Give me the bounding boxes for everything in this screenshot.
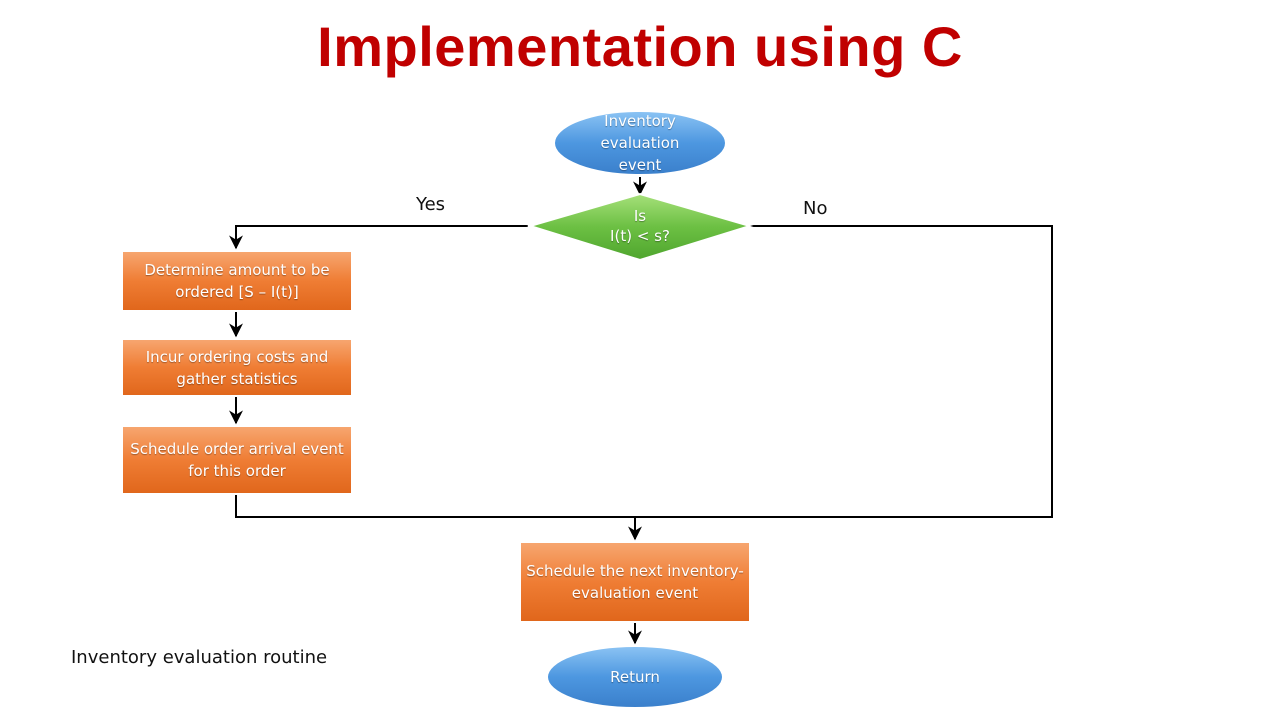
return-node-label: Return (610, 668, 660, 686)
start-ellipse (553, 110, 727, 176)
decision-diamond (526, 192, 754, 262)
decision-line-2: I(t) < s? (610, 227, 670, 245)
decision-line-1: Is (633, 207, 647, 225)
determine-node-label: Determine amount to be ordered [S – I(t)… (144, 261, 330, 301)
schedule-next-node-label: Schedule the next inventory-evaluation e… (526, 562, 744, 602)
no-label: No (803, 198, 828, 219)
incur-node-label: Incur ordering costs and gather statisti… (145, 347, 329, 388)
decision-node-label: Is I(t) < s? (580, 202, 700, 250)
start-node-label: Inventory evaluation event (600, 112, 680, 174)
line-no-branch (636, 225, 1053, 518)
incur-box (121, 338, 353, 397)
schedule-next-box (519, 541, 751, 623)
routine-caption: Inventory evaluation routine (71, 647, 328, 668)
schedule-arrival-node-label: Schedule order arrival event for this or… (130, 440, 344, 480)
determine-box (121, 250, 353, 312)
connectors (229, 177, 1053, 645)
line-arrival-to-merge (235, 494, 636, 518)
schedule-arrival-box (121, 425, 353, 495)
slide-title: Implementation using C (317, 15, 963, 78)
return-ellipse (546, 645, 724, 709)
yes-label: Yes (416, 194, 446, 215)
arrow-yes-branch (229, 225, 528, 250)
